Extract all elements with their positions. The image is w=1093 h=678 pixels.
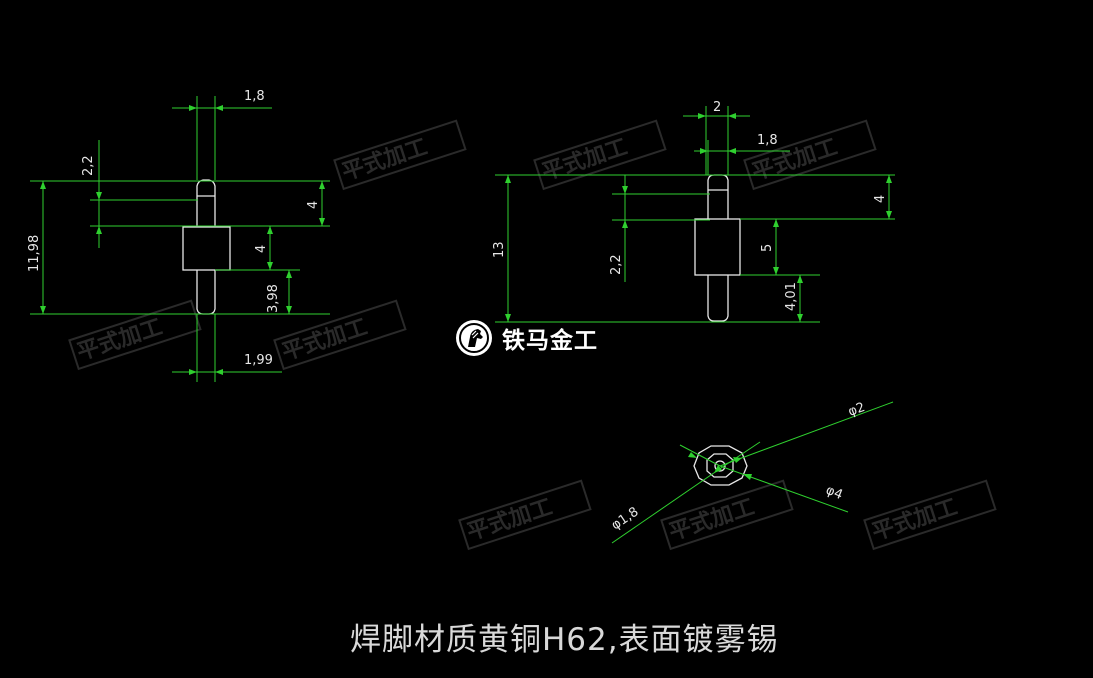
- side-view-a-part: [182, 179, 231, 315]
- dim-label-bottom-pin-length: 4,01: [784, 282, 799, 311]
- side-view-b-part: [694, 174, 741, 322]
- svg-text:平式加工: 平式加工: [279, 315, 370, 366]
- side-view-a-dims: [30, 96, 330, 382]
- dim-label-top-pin-length: 4: [306, 201, 321, 209]
- dim-label-top-pin-length: 4: [873, 195, 888, 203]
- side-view-b-dims: [495, 106, 895, 323]
- svg-text:平式加工: 平式加工: [74, 315, 165, 366]
- svg-text:平式加工: 平式加工: [339, 135, 430, 186]
- watermark: 平式加工: [660, 479, 794, 551]
- dim-label-total-height: 11,98: [27, 235, 42, 272]
- svg-text:平式加工: 平式加工: [464, 495, 555, 546]
- watermark: 平式加工: [533, 119, 667, 191]
- dim-label-total-height: 13: [492, 241, 507, 258]
- svg-text:平式加工: 平式加工: [869, 495, 960, 546]
- brand-name: 铁马金工: [502, 328, 598, 354]
- brand-logo: 铁马金工: [456, 320, 598, 356]
- dim-label-top-offset: 2,2: [81, 155, 96, 176]
- dim-label-bottom-width: 1,99: [244, 353, 273, 368]
- dim-label-body-height: 4: [254, 245, 269, 253]
- svg-text:平式加工: 平式加工: [539, 135, 630, 186]
- side-view-a: 1,8 2,2 11,98 4 4 3,98 1,99: [27, 89, 330, 382]
- dim-label-body-height: 5: [760, 244, 775, 252]
- watermark: 平式加工: [863, 479, 997, 551]
- watermark: 平式加工: [68, 299, 202, 371]
- watermark: 平式加工: [743, 119, 877, 191]
- dim-label-top-width: 2: [713, 100, 721, 115]
- dim-label-outer-diameter: φ2: [846, 400, 867, 420]
- dim-label-inner-width: 1,8: [757, 133, 778, 148]
- dim-label-bottom-pin-length: 3,98: [266, 284, 281, 313]
- watermark: 平式加工: [273, 299, 407, 371]
- dim-label-top-width: 1,8: [244, 89, 265, 104]
- dim-label-body-diameter: φ4: [824, 483, 845, 503]
- material-note: 焊脚材质黄铜H62,表面镀雾锡: [350, 622, 779, 658]
- top-view: φ2 φ1,8 φ4: [609, 400, 894, 544]
- watermark: 平式加工: [333, 119, 467, 191]
- top-view-part: [693, 445, 748, 486]
- dim-label-top-offset: 2,2: [609, 254, 624, 275]
- horse-head-icon: [456, 320, 492, 356]
- svg-text:平式加工: 平式加工: [666, 495, 757, 546]
- top-view-dims: [611, 401, 894, 544]
- side-view-b: 2 1,8 13 4 2,2 5 4,01: [492, 100, 895, 323]
- watermark: 平式加工: [458, 479, 592, 551]
- dim-label-pin-diameter: φ1,8: [609, 505, 642, 534]
